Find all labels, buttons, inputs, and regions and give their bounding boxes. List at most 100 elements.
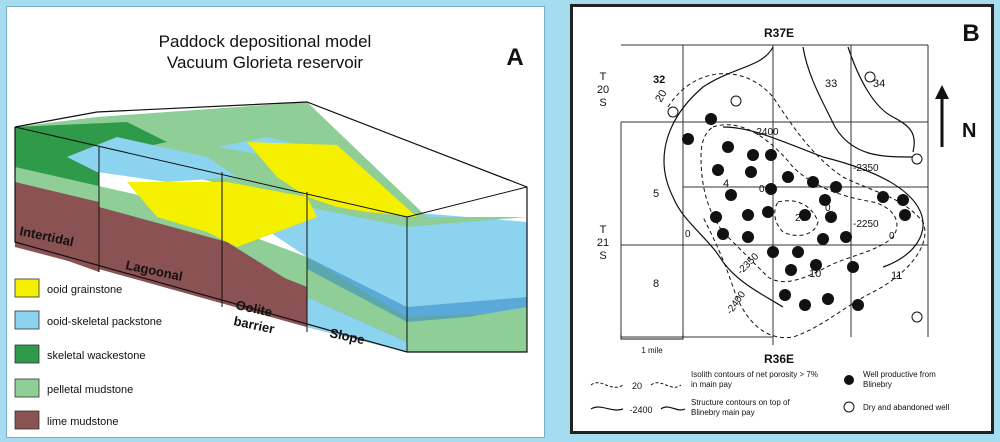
legend-label-2: skeletal wackestone bbox=[47, 350, 145, 362]
lime-mudstone-front bbox=[15, 182, 99, 272]
productive-well bbox=[799, 299, 811, 311]
dry-wells bbox=[667, 71, 923, 323]
productive-well bbox=[722, 141, 734, 153]
structure-contour bbox=[663, 46, 784, 308]
contour-label-2350-b: -2350 bbox=[735, 251, 761, 277]
productive-well bbox=[725, 189, 737, 201]
legend-productive-text-1: Well productive from bbox=[863, 370, 936, 379]
legend-swatch-1 bbox=[14, 310, 40, 330]
productive-well bbox=[782, 171, 794, 183]
productive-well bbox=[799, 209, 811, 221]
township-21s-s: S bbox=[599, 250, 606, 262]
township-20s-s: S bbox=[599, 97, 606, 109]
productive-well bbox=[792, 246, 804, 258]
zone-oolite: Oolite bbox=[234, 297, 273, 319]
legend-structure-text-1: Structure contours on top of bbox=[691, 398, 791, 407]
structure-contour bbox=[802, 46, 914, 158]
dry-well bbox=[667, 106, 679, 118]
block-diagram: Paddock depositional model Vacuum Glorie… bbox=[14, 32, 528, 430]
productive-well bbox=[825, 211, 837, 223]
legend-isolith-text-1: Isolith contours of net porosity > 7% bbox=[691, 370, 818, 379]
legend-dry-well-symbol bbox=[843, 401, 855, 413]
section-4: 4 bbox=[723, 178, 729, 190]
productive-well bbox=[807, 176, 819, 188]
section-34: 34 bbox=[873, 78, 885, 90]
legend-productive-well-symbol bbox=[844, 375, 854, 385]
legend-label-3: pelletal mudstone bbox=[47, 384, 133, 396]
isolith-contour bbox=[700, 124, 898, 282]
productive-well bbox=[767, 246, 779, 258]
legend-b: 20 Isolith contours of net porosity > 7%… bbox=[590, 370, 950, 417]
section-grid bbox=[620, 44, 929, 345]
contour-map: B R37E R36E T 20 S T 21 S N 32 33 34 5 4… bbox=[590, 20, 980, 417]
contour-label-20-a: 20 bbox=[653, 88, 670, 105]
lime-mudstone-front-2 bbox=[99, 212, 307, 327]
legend-swatch-0 bbox=[14, 278, 40, 298]
panel-letter-b: B bbox=[962, 20, 979, 47]
panel-a-depositional-model: Paddock depositional model Vacuum Glorie… bbox=[6, 6, 545, 438]
productive-well bbox=[852, 299, 864, 311]
dry-well bbox=[911, 153, 923, 165]
township-21s-t: T bbox=[600, 224, 607, 236]
productive-well bbox=[810, 259, 822, 271]
productive-well bbox=[840, 231, 852, 243]
contour-label-2400: -2400 bbox=[753, 127, 779, 138]
productive-well bbox=[830, 181, 842, 193]
productive-well bbox=[682, 133, 694, 145]
legend-label-4: lime mudstone bbox=[47, 416, 119, 428]
range-label-top: R37E bbox=[764, 26, 794, 40]
productive-well bbox=[745, 166, 757, 178]
productive-wells bbox=[682, 113, 911, 311]
productive-well bbox=[877, 191, 889, 203]
panel-b-isolith-map: B R37E R36E T 20 S T 21 S N 32 33 34 5 4… bbox=[570, 4, 994, 434]
productive-well bbox=[779, 289, 791, 301]
productive-well bbox=[765, 149, 777, 161]
legend-productive-text-2: Blinebry bbox=[863, 380, 892, 389]
productive-well bbox=[819, 194, 831, 206]
productive-well bbox=[765, 183, 777, 195]
legend-structure-value: -2400 bbox=[629, 405, 652, 415]
productive-well bbox=[747, 149, 759, 161]
zone-slope: Slope bbox=[328, 325, 366, 347]
township-20s-num: 20 bbox=[597, 84, 609, 96]
contour-label-0-c: 0 bbox=[889, 231, 895, 242]
productive-well bbox=[742, 209, 754, 221]
productive-well bbox=[899, 209, 911, 221]
legend-label-0: ooid grainstone bbox=[47, 284, 122, 296]
productive-well bbox=[785, 264, 797, 276]
section-32: 32 bbox=[653, 74, 665, 86]
panel-letter-a: A bbox=[506, 44, 523, 71]
productive-well bbox=[847, 261, 859, 273]
north-label: N bbox=[962, 120, 976, 142]
legend-structure-text-2: Blinebry main pay bbox=[691, 408, 755, 417]
legend-label-1: ooid-skeletal packstone bbox=[47, 316, 162, 328]
legend-a: ooid grainstone ooid-skeletal packstone … bbox=[14, 278, 162, 430]
contour-label-0-d: 0 bbox=[759, 184, 765, 195]
township-21s-num: 21 bbox=[597, 237, 609, 249]
contour-label-0-b: 0 bbox=[825, 203, 831, 214]
section-11: 11 bbox=[891, 270, 902, 282]
productive-well bbox=[717, 228, 729, 240]
legend-swatch-3 bbox=[14, 378, 40, 398]
section-33: 33 bbox=[825, 78, 837, 90]
productive-well bbox=[742, 231, 754, 243]
contour-label-2400-b: -2400 bbox=[724, 289, 748, 317]
productive-well bbox=[817, 233, 829, 245]
layer-ooid-grainstone bbox=[247, 142, 417, 217]
productive-well bbox=[705, 113, 717, 125]
title-line-1: Paddock depositional model bbox=[159, 32, 372, 51]
structure-contour bbox=[847, 46, 915, 153]
legend-isolith-text-2: in main pay bbox=[691, 380, 732, 389]
productive-well bbox=[822, 293, 834, 305]
productive-well bbox=[897, 194, 909, 206]
dry-well bbox=[730, 95, 742, 107]
productive-well bbox=[710, 211, 722, 223]
productive-well bbox=[762, 206, 774, 218]
contour-label-0-a: 0 bbox=[685, 229, 691, 240]
section-5: 5 bbox=[653, 188, 659, 200]
legend-dry-text: Dry and abandoned well bbox=[863, 403, 950, 412]
scale-bar bbox=[620, 334, 684, 340]
structure-contour bbox=[722, 126, 924, 268]
dry-well bbox=[911, 311, 923, 323]
contour-label-2350: -2350 bbox=[853, 163, 879, 174]
